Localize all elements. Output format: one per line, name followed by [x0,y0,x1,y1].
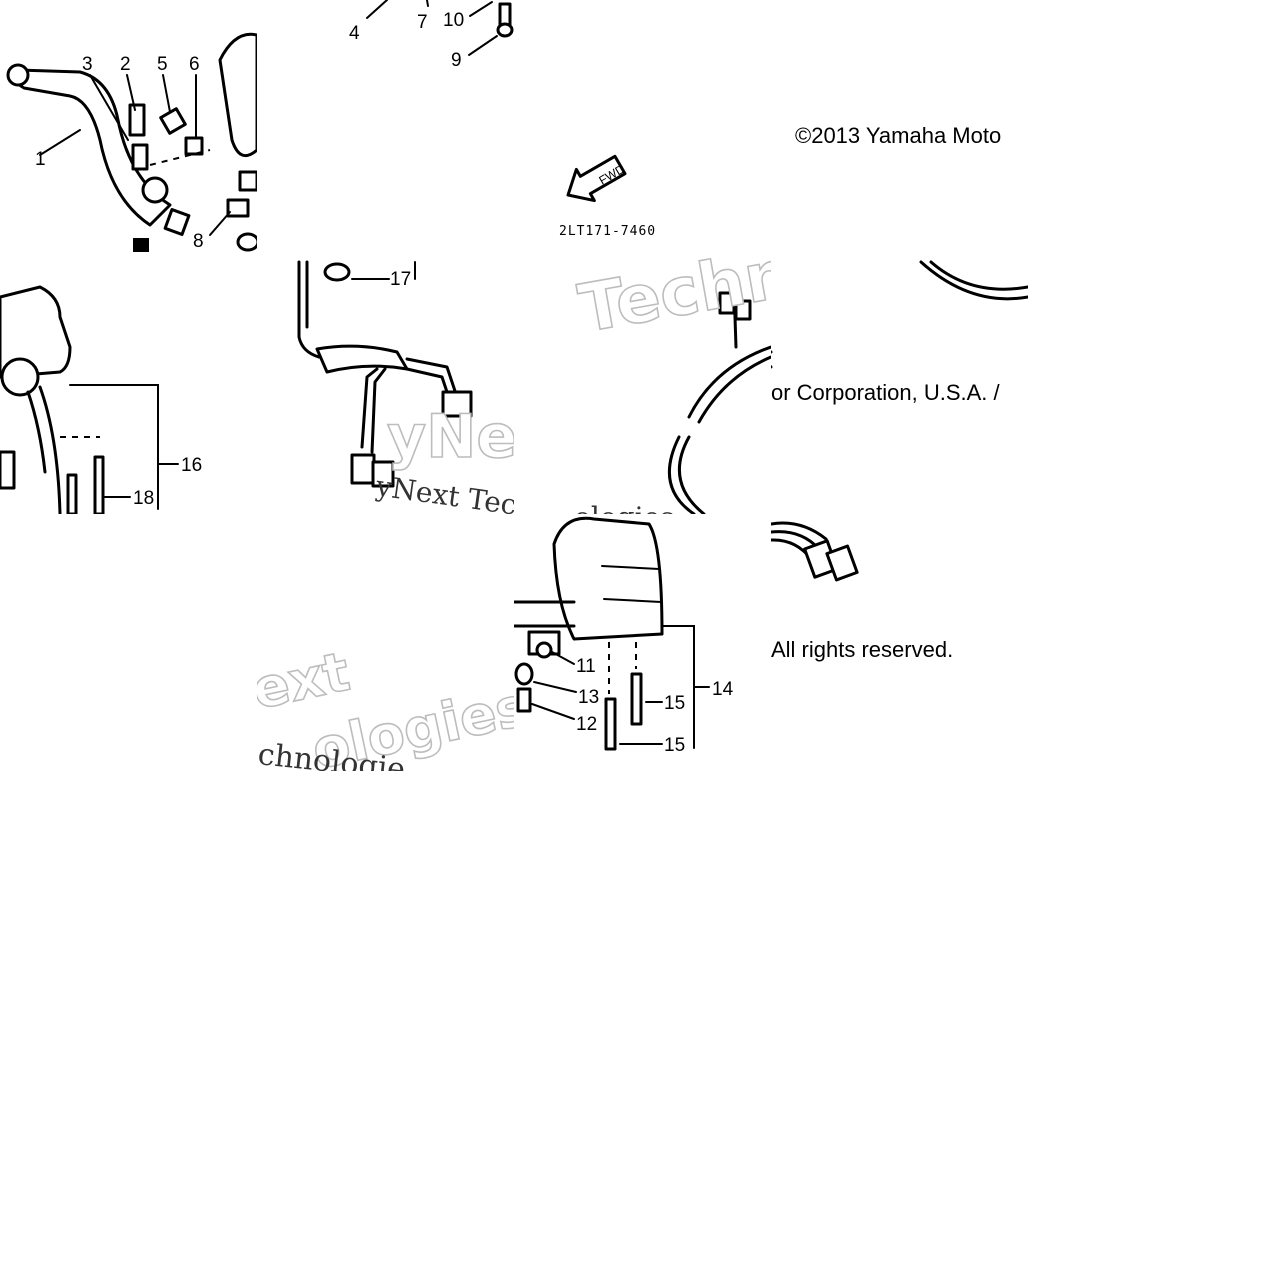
part-nut-bottom [133,238,149,252]
part-screw-11 [535,641,553,659]
callout-10: 10 [443,10,464,31]
watermark-5: ext [257,640,355,722]
switch-housing-right [552,516,664,641]
callout-18: 18 [133,488,154,509]
part-screw-12 [516,687,532,713]
callout-11: 11 [576,656,596,677]
lever-holder [218,32,257,158]
part-screw-15b [604,697,617,751]
watermark-3: yNext Tec [373,469,514,514]
connector-upper [441,390,473,418]
part-screw-5 [159,107,187,135]
part-screw-15a [630,672,643,726]
callout-9: 9 [451,50,462,71]
copyright-line-2: or Corporation, U.S.A. / [771,380,1001,405]
part-washer-9 [496,22,514,38]
lever-ball-end [6,63,30,87]
tile-forward-arrow: FWD 2LT171-7460 [514,0,771,257]
lever-pivot [141,176,169,204]
tile-switch-left: 16 18 [0,257,257,514]
holder-mount [238,170,257,192]
part-screw-18b [93,455,105,514]
tile-small-parts: 4 7 10 9 [257,0,514,257]
watermark-2: yNe [387,402,514,472]
diagram-code: 2LT171-7460 [559,224,656,239]
harness-sleeve [315,344,409,374]
callout-15-lower: 15 [664,735,685,756]
tile-brake-lever: 1 2 3 5 6 8 [0,0,257,257]
part-nut-6 [184,136,204,156]
part-screw-18a [66,473,78,514]
connector-lower-b [371,460,395,488]
callout-12: 12 [576,714,597,735]
callout-16: 16 [181,455,202,476]
callout-6: 6 [189,54,200,75]
forward-arrow-icon [566,154,627,203]
callout-7: 7 [417,12,428,33]
copyright-line-3: All rights reserved. [771,637,953,662]
watermark-4: ologies [574,501,675,514]
callout-3: 3 [82,54,93,75]
tile-cable-loop: Techno ologies [514,257,771,514]
watermark-1: Techno [573,257,771,348]
tile-wire-harness: 17 yNe yNext Tec [257,257,514,514]
callout-17: 17 [390,269,411,290]
tile-switch-right: 11 13 12 14 15 15 [514,514,771,771]
part-bolt-8 [226,198,250,218]
connector-right-b [825,544,859,582]
part-collar-3 [131,143,149,171]
callout-13: 13 [578,687,599,708]
tile-copyright-2: or Corporation, U.S.A. / [771,257,1028,514]
brake-lever-shape [13,68,172,227]
tile-copyright-1: ©2013 Yamaha Moto [771,0,1028,257]
switch-housing [0,285,72,379]
callout-5: 5 [157,54,168,75]
copyright-line-1: ©2013 Yamaha Moto [795,123,1001,148]
tile-copyright-3: All rights reserved. [771,514,1028,771]
callout-2: 2 [120,54,131,75]
callout-1: 1 [35,149,46,170]
callout-8: 8 [193,231,204,252]
tile-watermark-lower: ext ologies chnologie [257,514,514,771]
callout-14: 14 [712,679,734,700]
connector-lower-a [350,453,376,485]
part-washer-13 [514,662,534,686]
callout-15-upper: 15 [664,693,685,714]
holder-base [236,232,257,252]
callout-4: 4 [349,23,360,44]
part-bolt-2 [128,103,146,137]
part-spring-7 [163,208,191,236]
